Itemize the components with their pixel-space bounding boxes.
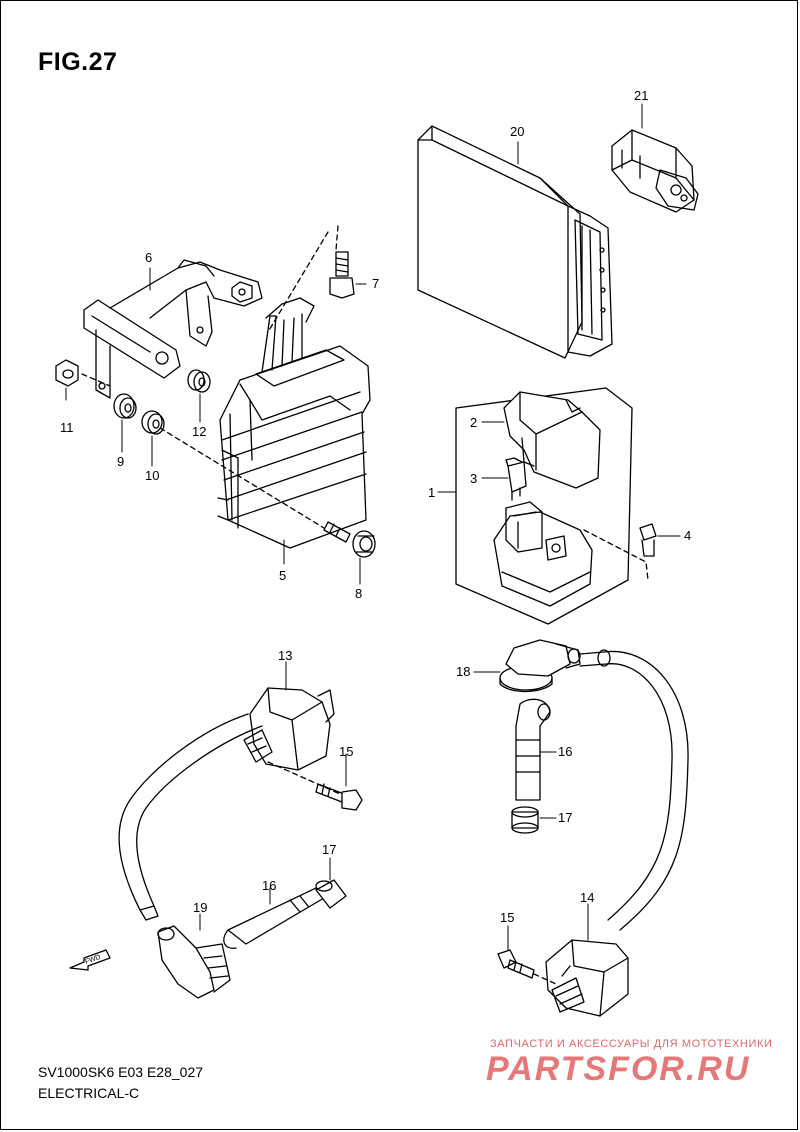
part-10-collar[interactable] [141, 410, 165, 435]
part-8-bolt[interactable] [323, 521, 376, 558]
callout-leaders [65, 103, 681, 951]
part-15a-bolt[interactable] [315, 783, 363, 811]
leader-dash-15b [533, 973, 557, 985]
part-20-ecm-unit[interactable] [417, 125, 613, 359]
part-15b-bolt[interactable] [497, 949, 535, 979]
callout-7: 7 [372, 276, 379, 291]
part-17a-cap[interactable] [511, 806, 539, 834]
leader-dash-4 [583, 529, 649, 581]
callout-5: 5 [279, 568, 286, 583]
callout-4: 4 [684, 528, 691, 543]
callout-1: 1 [428, 485, 435, 500]
callout-19: 19 [193, 900, 207, 915]
fwd-arrow-icon: FWD [69, 949, 111, 971]
part-12-grommet[interactable] [187, 369, 211, 393]
leader-dash-15a [267, 761, 341, 795]
part-7-bolt[interactable] [329, 251, 355, 299]
callout-16a: 16 [558, 744, 572, 759]
high-tension-lead-left[interactable] [118, 713, 263, 921]
callout-8: 8 [355, 586, 362, 601]
section-name: ELECTRICAL-C [38, 1085, 140, 1101]
callout-10: 10 [145, 468, 159, 483]
part-18-plug-cap[interactable] [499, 639, 581, 693]
callout-17b: 17 [322, 842, 336, 857]
part-5-regulator-rectifier[interactable] [217, 297, 371, 549]
callout-11: 11 [60, 420, 74, 435]
part-6-bracket[interactable] [83, 259, 263, 399]
callout-12: 12 [192, 424, 206, 439]
part-14-ignition-coil[interactable] [545, 939, 629, 1017]
callout-18: 18 [456, 664, 470, 679]
part-3-fuse[interactable] [505, 457, 527, 501]
part-2-relay-cover[interactable] [503, 391, 601, 489]
part-11-nut[interactable] [55, 359, 79, 387]
callout-21: 21 [634, 88, 648, 103]
callout-3: 3 [470, 471, 477, 486]
watermark-logo: PARTSFOR.RU [486, 1050, 751, 1088]
callout-17a: 17 [558, 810, 572, 825]
callout-6: 6 [145, 250, 152, 265]
watermark-tagline: ЗАПЧАСТИ И АКСЕССУАРЫ ДЛЯ МОТОТЕХНИКИ [490, 1038, 773, 1050]
leader-dash-8 [159, 427, 325, 529]
starter-relay-body[interactable] [493, 501, 593, 607]
part-1-relay-assembly-frame[interactable] [455, 387, 633, 625]
leader-dash-7b [267, 231, 329, 333]
figure-title: FIG.27 [38, 48, 118, 76]
callout-20: 20 [510, 124, 524, 139]
part-13-ignition-coil[interactable] [243, 687, 335, 771]
leader-dash-7 [335, 225, 339, 251]
part-19-plug-cap[interactable] [157, 925, 231, 999]
part-17b-cap[interactable] [315, 879, 347, 909]
callout-14: 14 [580, 890, 594, 905]
callout-2: 2 [470, 415, 477, 430]
part-16b-plug-boot[interactable] [223, 887, 325, 949]
model-code: SV1000SK6 E03 E28_027 [38, 1064, 204, 1080]
callout-15b: 15 [500, 910, 514, 925]
high-tension-lead-right[interactable] [579, 649, 689, 931]
leader-dash-11 [81, 373, 111, 387]
part-9-grommet[interactable] [113, 393, 137, 419]
part-4-bolt[interactable] [639, 523, 657, 557]
callout-9: 9 [117, 454, 124, 469]
part-21-connector[interactable] [611, 129, 699, 213]
callout-15a: 15 [339, 744, 353, 759]
part-16a-plug-boot[interactable] [515, 698, 551, 801]
callout-16b: 16 [262, 878, 276, 893]
callout-13: 13 [278, 648, 292, 663]
callout-labels: 6 7 11 9 10 12 5 8 1 2 3 4 20 21 13 15 1… [60, 88, 691, 925]
